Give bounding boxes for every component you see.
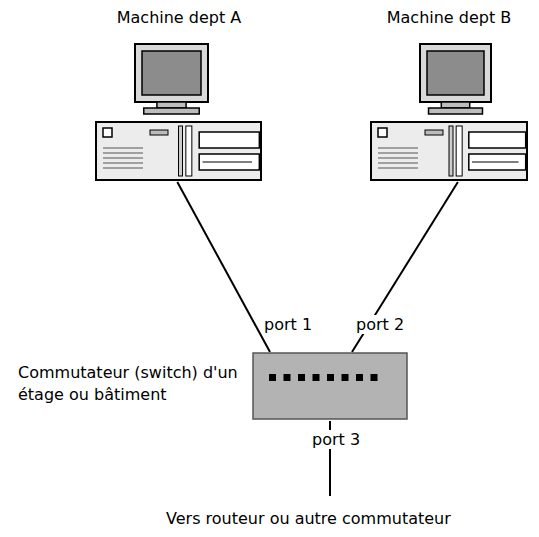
- machine-label: Machine dept A: [117, 8, 242, 27]
- port-label: port 1: [262, 315, 314, 334]
- computer-illustration: [95, 6, 263, 182]
- switch-node: Commutateur (switch) d'un étage ou bâtim…: [252, 352, 408, 420]
- computer-node: Machine dept B: [368, 6, 530, 182]
- switch-label: Commutateur (switch) d'un étage ou bâtim…: [18, 362, 246, 406]
- port-label: port 3: [310, 430, 362, 449]
- computer-node: Machine dept A: [95, 6, 263, 182]
- port-label: port 2: [354, 315, 406, 334]
- switch-body: [252, 352, 408, 420]
- uplink-label: Vers routeur ou autre commutateur: [166, 509, 451, 528]
- network-cable: [177, 182, 270, 352]
- machine-label: Machine dept B: [387, 8, 512, 27]
- network-cable: [352, 182, 458, 352]
- computer-illustration: [368, 6, 530, 182]
